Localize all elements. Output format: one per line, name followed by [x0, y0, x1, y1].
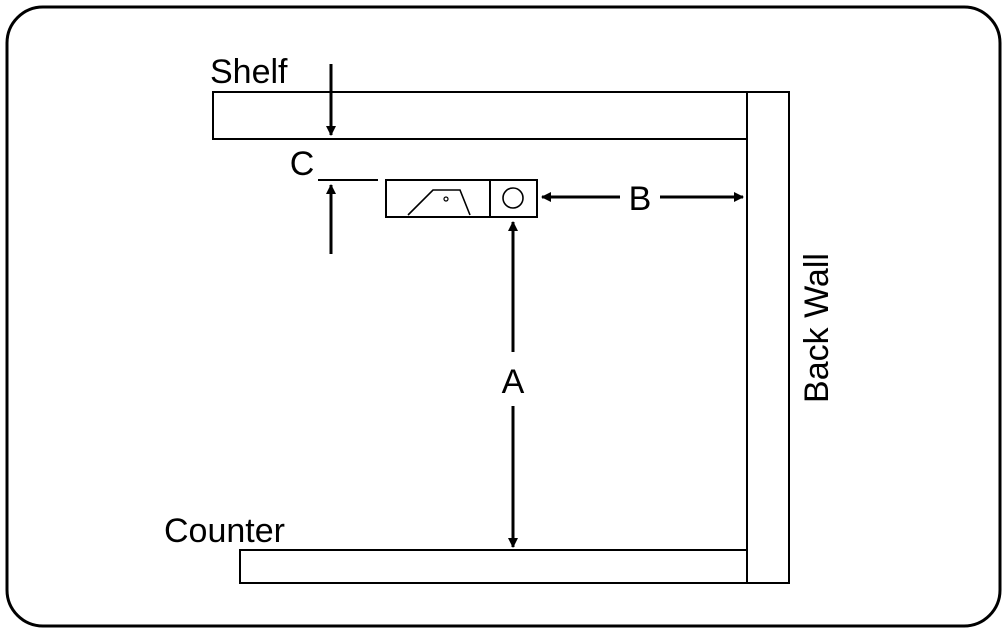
- device-lens: [502, 187, 524, 209]
- device-trapezoid: [407, 189, 471, 216]
- dimension-a-label: A: [502, 363, 525, 401]
- device: [385, 179, 538, 218]
- dimension-b-label: B: [629, 180, 652, 218]
- back-wall-shape: [746, 91, 790, 584]
- counter-label: Counter: [164, 512, 285, 550]
- device-dot: [443, 196, 449, 202]
- device-body: [385, 179, 538, 218]
- counter-shape: [239, 549, 748, 584]
- shelf-label: Shelf: [210, 53, 288, 91]
- shelf-shape: [212, 91, 748, 140]
- diagram-frame: [5, 5, 1002, 628]
- back-wall-label: Back Wall: [798, 253, 836, 403]
- dimension-c-label: C: [290, 145, 315, 183]
